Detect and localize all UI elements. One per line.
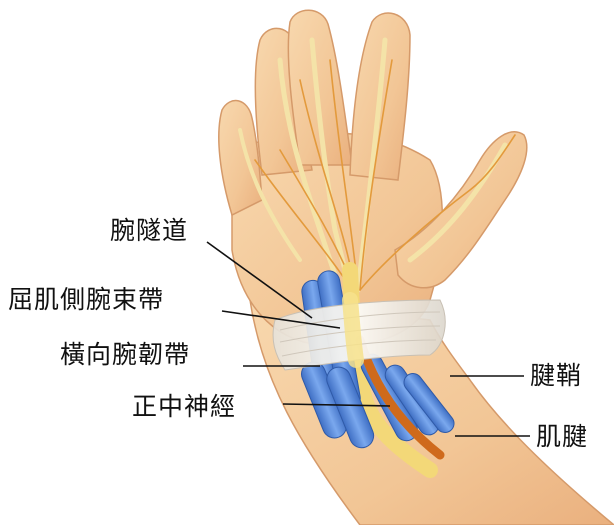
little-finger	[219, 101, 262, 215]
label-transverse-carpal-ligament: 橫向腕韌帶	[60, 342, 190, 367]
label-tendon: 肌腱	[536, 424, 588, 449]
median-nerve-over-ligament	[350, 300, 356, 360]
label-median-nerve: 正中神經	[132, 394, 236, 419]
label-tendon-sheath: 腱鞘	[530, 363, 582, 388]
label-carpal-tunnel: 腕隧道	[110, 218, 188, 243]
label-flexor-retinaculum: 屈肌側腕束帶	[8, 287, 164, 312]
